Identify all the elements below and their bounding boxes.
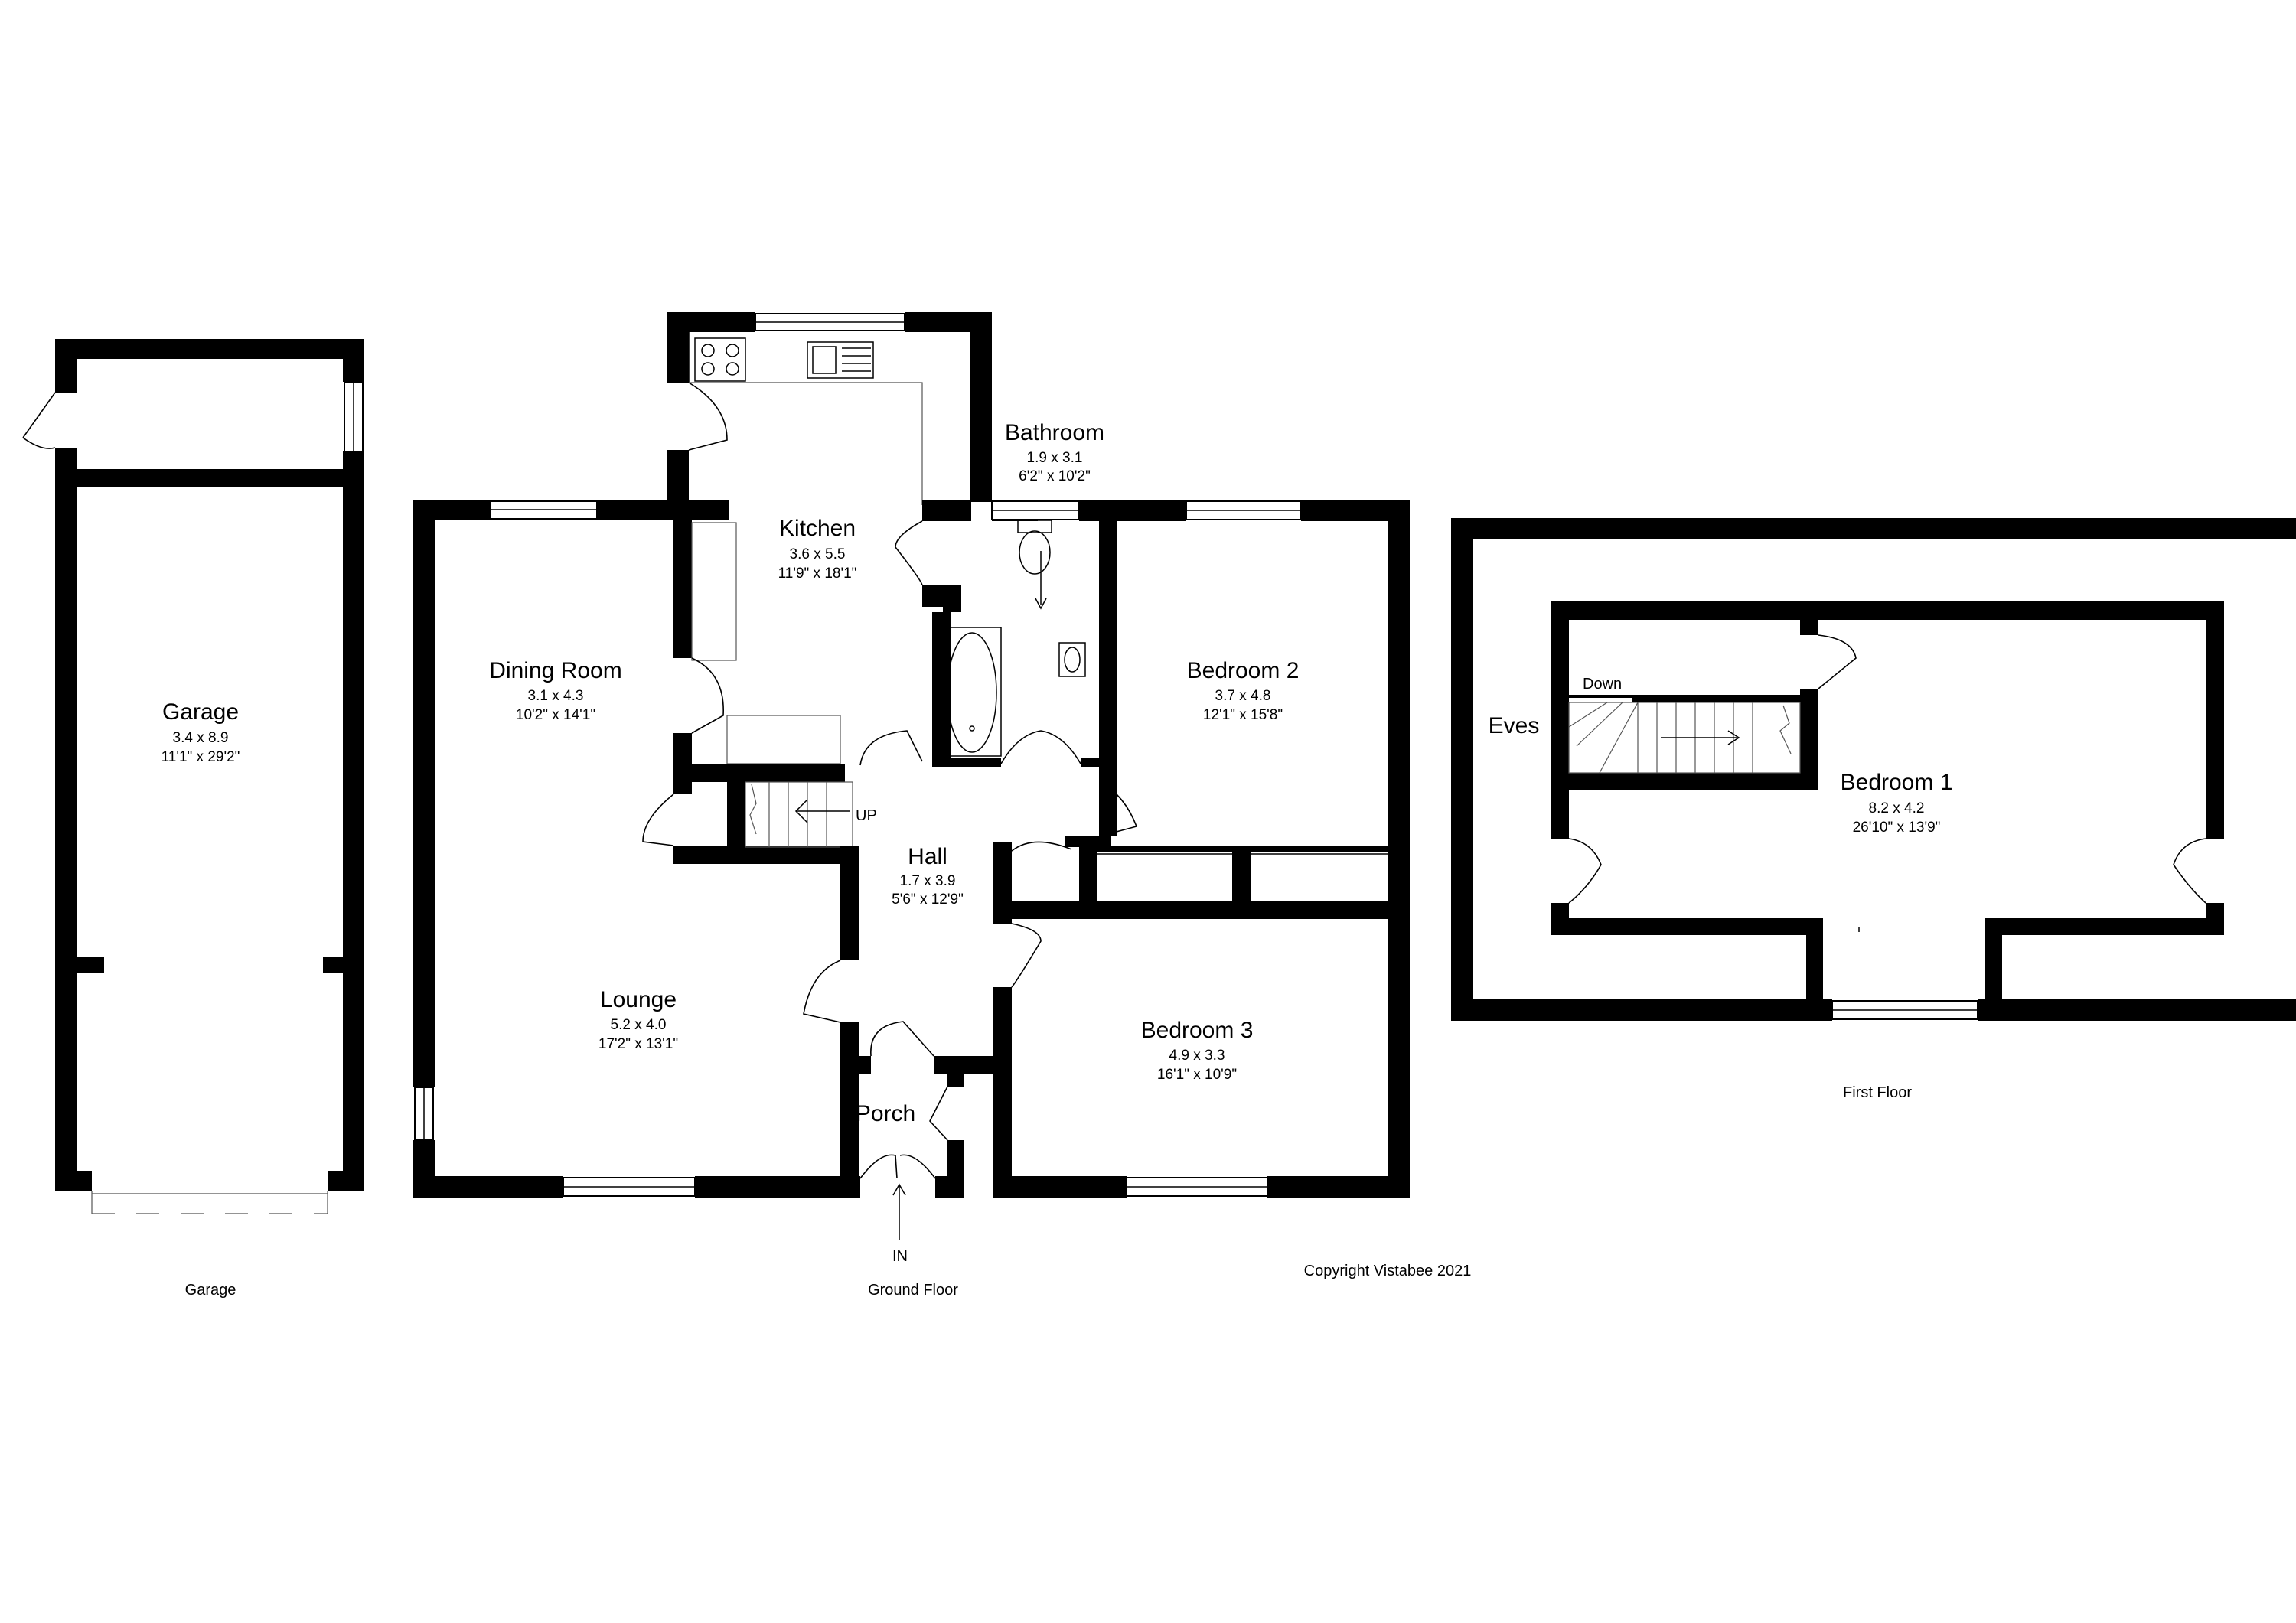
dining-room-metric: 3.1 x 4.3: [528, 688, 584, 704]
bathroom-name: Bathroom: [1005, 420, 1104, 445]
bedroom1-imperial: 26'10" x 13'9": [1853, 820, 1941, 836]
dining-room-imperial: 10'2" x 14'1": [516, 707, 595, 723]
copyright-text: Copyright Vistabee 2021: [1304, 1263, 1472, 1279]
lounge-imperial: 17'2" x 13'1": [598, 1036, 678, 1052]
garage-metric: 3.4 x 8.9: [173, 730, 229, 746]
first-floor-caption: First Floor: [1843, 1084, 1912, 1101]
kitchen-metric: 3.6 x 5.5: [790, 546, 846, 562]
hall-metric: 1.7 x 3.9: [900, 873, 956, 889]
hall-imperial: 5'6" x 12'9": [892, 891, 964, 908]
garage-name: Garage: [162, 699, 239, 725]
stairs-down-label: Down: [1583, 676, 1622, 693]
entry-label: IN: [892, 1248, 908, 1265]
bedroom3-imperial: 16'1" x 10'9": [1157, 1067, 1237, 1083]
bedroom3-metric: 4.9 x 3.3: [1169, 1048, 1225, 1064]
bedroom3-name: Bedroom 3: [1141, 1018, 1254, 1043]
stairs-up-label: UP: [856, 807, 877, 824]
bedroom2-name: Bedroom 2: [1187, 658, 1300, 683]
bathroom-imperial: 6'2" x 10'2": [1019, 468, 1091, 484]
kitchen-imperial: 11'9" x 18'1": [778, 565, 857, 582]
bedroom2-imperial: 12'1" x 15'8": [1203, 707, 1283, 723]
lounge-name: Lounge: [600, 987, 677, 1012]
ground-floor-plan: UP Porch IN: [413, 312, 1471, 1299]
hall-name: Hall: [908, 844, 947, 869]
bedroom1-name: Bedroom 1: [1841, 770, 1953, 795]
garage-plan: Garage 3.4 x 8.9 11'1" x 29'2" Garage: [22, 339, 364, 1299]
ground-floor-caption: Ground Floor: [868, 1282, 958, 1299]
bedroom1-metric: 8.2 x 4.2: [1869, 800, 1925, 816]
porch-name: Porch: [856, 1101, 915, 1126]
first-floor-plan: Down Eves Bedroom 1 8.2 x 4.2 26'10" x 1…: [1451, 518, 2296, 1101]
garage-imperial: 11'1" x 29'2": [161, 749, 240, 765]
lounge-metric: 5.2 x 4.0: [611, 1017, 667, 1033]
eves-label: Eves: [1489, 713, 1540, 738]
bathroom-metric: 1.9 x 3.1: [1027, 450, 1083, 466]
dining-room-name: Dining Room: [489, 658, 621, 683]
garage-caption: Garage: [185, 1282, 236, 1299]
kitchen-name: Kitchen: [779, 516, 856, 541]
bedroom2-metric: 3.7 x 4.8: [1215, 688, 1271, 704]
